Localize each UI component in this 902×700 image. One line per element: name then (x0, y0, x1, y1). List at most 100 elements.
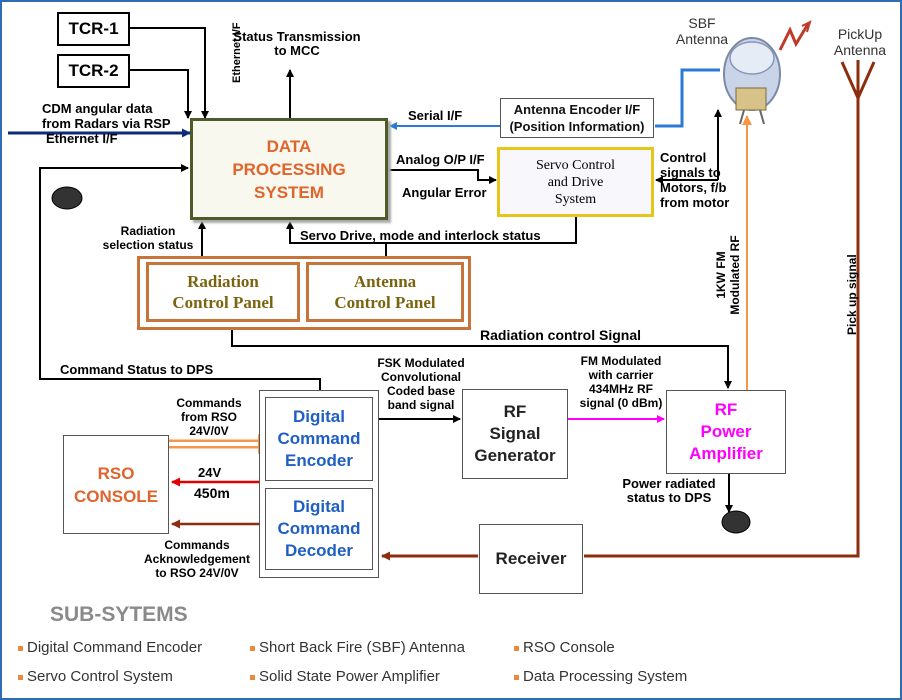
m450-label: 450m (194, 485, 230, 501)
pickup-antenna-icon (840, 60, 876, 99)
digital-command-decoder-box: Digital Command Decoder (265, 488, 373, 570)
antenna-panel-line-2: Control Panel (334, 293, 436, 312)
ack-line-3: to RSO 24V/0V (155, 566, 239, 580)
antenna-panel-line-1: Antenna (353, 272, 417, 291)
v24-label: 24V (198, 465, 222, 480)
cdm-line-2: from Radars via RSP (42, 116, 171, 131)
legend-item: Solid State Power Amplifier (250, 668, 440, 685)
pickup-label-line-1: PickUp (837, 26, 883, 42)
status-tx-line-2: to MCC (274, 43, 320, 58)
analog-label: Analog O/P I/F (396, 152, 485, 167)
kw-line-2: Modulated RF (728, 235, 742, 315)
dcd-line-1: Digital (293, 497, 345, 516)
sbf-label-line-2: Antenna (675, 31, 729, 47)
rso-line-1: RSO (97, 463, 135, 483)
rso-line-2: CONSOLE (73, 486, 159, 506)
ack-line-1: Commands (164, 538, 230, 552)
antenna-encoder-line-1: Antenna Encoder I/F (513, 102, 641, 117)
rf-signal-generator-box: RF Signal Generator (462, 389, 568, 479)
fm-line-3: 434MHz RF (588, 382, 653, 396)
radiation-sel-line-1: Radiation (120, 224, 176, 238)
receiver-label: Receiver (495, 549, 567, 568)
rf-gen-line-2: Signal (489, 424, 541, 443)
control-line-2: signals to (660, 165, 721, 180)
radiation-control-panel: Radiation Control Panel (146, 262, 300, 322)
commands-from-rso-label: Commands from RSO 24V/0V (164, 396, 254, 438)
bullet-icon (514, 645, 519, 651)
dce-line-3: Encoder (284, 451, 354, 470)
commands-ack-label: Commands Acknowledgement to RSO 24V/0V (132, 538, 262, 580)
radiation-control-signal-label: Radiation control Signal (480, 327, 642, 343)
command-status-label: Command Status to DPS (60, 362, 214, 377)
rf-amp-line-3: Amplifier (689, 444, 763, 463)
fm-modulated-label: FM Modulated with carrier 434MHz RF sign… (566, 354, 676, 410)
antenna-encoder-line-2: (Position Information) (509, 119, 645, 134)
radiation-panel-line-1: Radiation (187, 272, 259, 291)
cmd-from-line-1: Commands (176, 396, 242, 410)
servo-line-2: and Drive (547, 174, 604, 190)
dce-line-1: Digital (293, 407, 345, 426)
bullet-icon (18, 645, 23, 651)
fsk-line-2: Convolutional (381, 370, 461, 384)
tcr2-label: TCR-2 (68, 61, 119, 80)
tcr1-label: TCR-1 (68, 19, 119, 38)
legend-text: Digital Command Encoder (27, 639, 203, 656)
control-line-1: Control (660, 150, 707, 165)
dps-line-3: SYSTEM (254, 182, 324, 202)
rf-output-label: 1KW FM Modulated RF (714, 220, 742, 330)
sbf-antenna-icon (723, 20, 812, 125)
cdm-line-1: CDM angular data (42, 101, 153, 116)
antenna-encoder-box: Antenna Encoder I/F (Position Informatio… (500, 98, 654, 138)
fsk-label: FSK Modulated Convolutional Coded base b… (366, 356, 476, 412)
serial-label: Serial I/F (408, 108, 463, 123)
radiation-sel-line-2: selection status (102, 238, 194, 252)
tcr2-link (128, 69, 192, 119)
legend-text: RSO Console (523, 639, 615, 656)
status-transmission-label: Status Transmission to MCC (222, 30, 372, 58)
rf-amp-line-2: Power (700, 422, 752, 441)
bullet-icon (250, 674, 255, 680)
control-signals-label: Control signals to Motors, f/b from moto… (660, 150, 729, 210)
pickup-signal-label: Pick up signal (845, 254, 859, 335)
ack-line-2: Acknowledgement (143, 552, 251, 566)
legend-text: Data Processing System (523, 668, 688, 685)
fsk-line-4: band signal (387, 398, 455, 412)
angular-error-label: Angular Error (402, 185, 487, 200)
fsk-line-3: Coded base (386, 384, 455, 398)
cmd-status-link (39, 164, 321, 392)
power-line-1: Power radiated (622, 476, 716, 491)
antenna-control-panel: Antenna Control Panel (306, 262, 464, 322)
pickup-label-line-2: Antenna (833, 42, 887, 58)
cdm-line-3: Ethernet I/F (46, 131, 118, 146)
control-line-3: Motors, f/b (660, 180, 727, 195)
dps-line-1: DATA (266, 136, 312, 156)
sbf-encoder-link (655, 68, 720, 128)
power-indicator-lamp (721, 510, 751, 534)
legend-item: Digital Command Encoder (18, 639, 202, 656)
radiation-ctrl-link (231, 328, 732, 389)
dcd-line-2: Command (277, 519, 361, 538)
fsk-line-1: FSK Modulated (377, 356, 465, 370)
status-tx-line-1: Status Transmission (233, 29, 361, 44)
dce-line-2: Command (277, 429, 361, 448)
legend-item: RSO Console (514, 639, 615, 656)
receiver-box: Receiver (479, 524, 583, 594)
servo-control-box: Servo Control and Drive System (497, 147, 654, 217)
dps-line-2: PROCESSING (232, 159, 346, 179)
bullet-icon (514, 674, 519, 680)
servo-drive-label: Servo Drive, mode and interlock status (300, 228, 541, 243)
tcr2-box: TCR-2 (57, 54, 130, 88)
analog-link (388, 169, 497, 184)
fm-line-4: signal (0 dBm) (579, 396, 663, 410)
power-radiated-label: Power radiated status to DPS (614, 477, 724, 505)
dcd-line-3: Decoder (284, 541, 354, 560)
rf-power-amplifier-box: RF Power Amplifier (666, 390, 786, 474)
legend-item: Servo Control System (18, 668, 173, 685)
cmd-from-line-2: from RSO (180, 410, 237, 424)
rf-gen-line-1: RF (503, 402, 527, 421)
pickup-signal-link (584, 88, 860, 558)
radiation-selection-label: Radiation selection status (92, 224, 204, 252)
legend-item: Short Back Fire (SBF) Antenna (250, 639, 465, 656)
servo-line-3: System (554, 191, 597, 207)
rf-gen-line-3: Generator (474, 446, 556, 465)
